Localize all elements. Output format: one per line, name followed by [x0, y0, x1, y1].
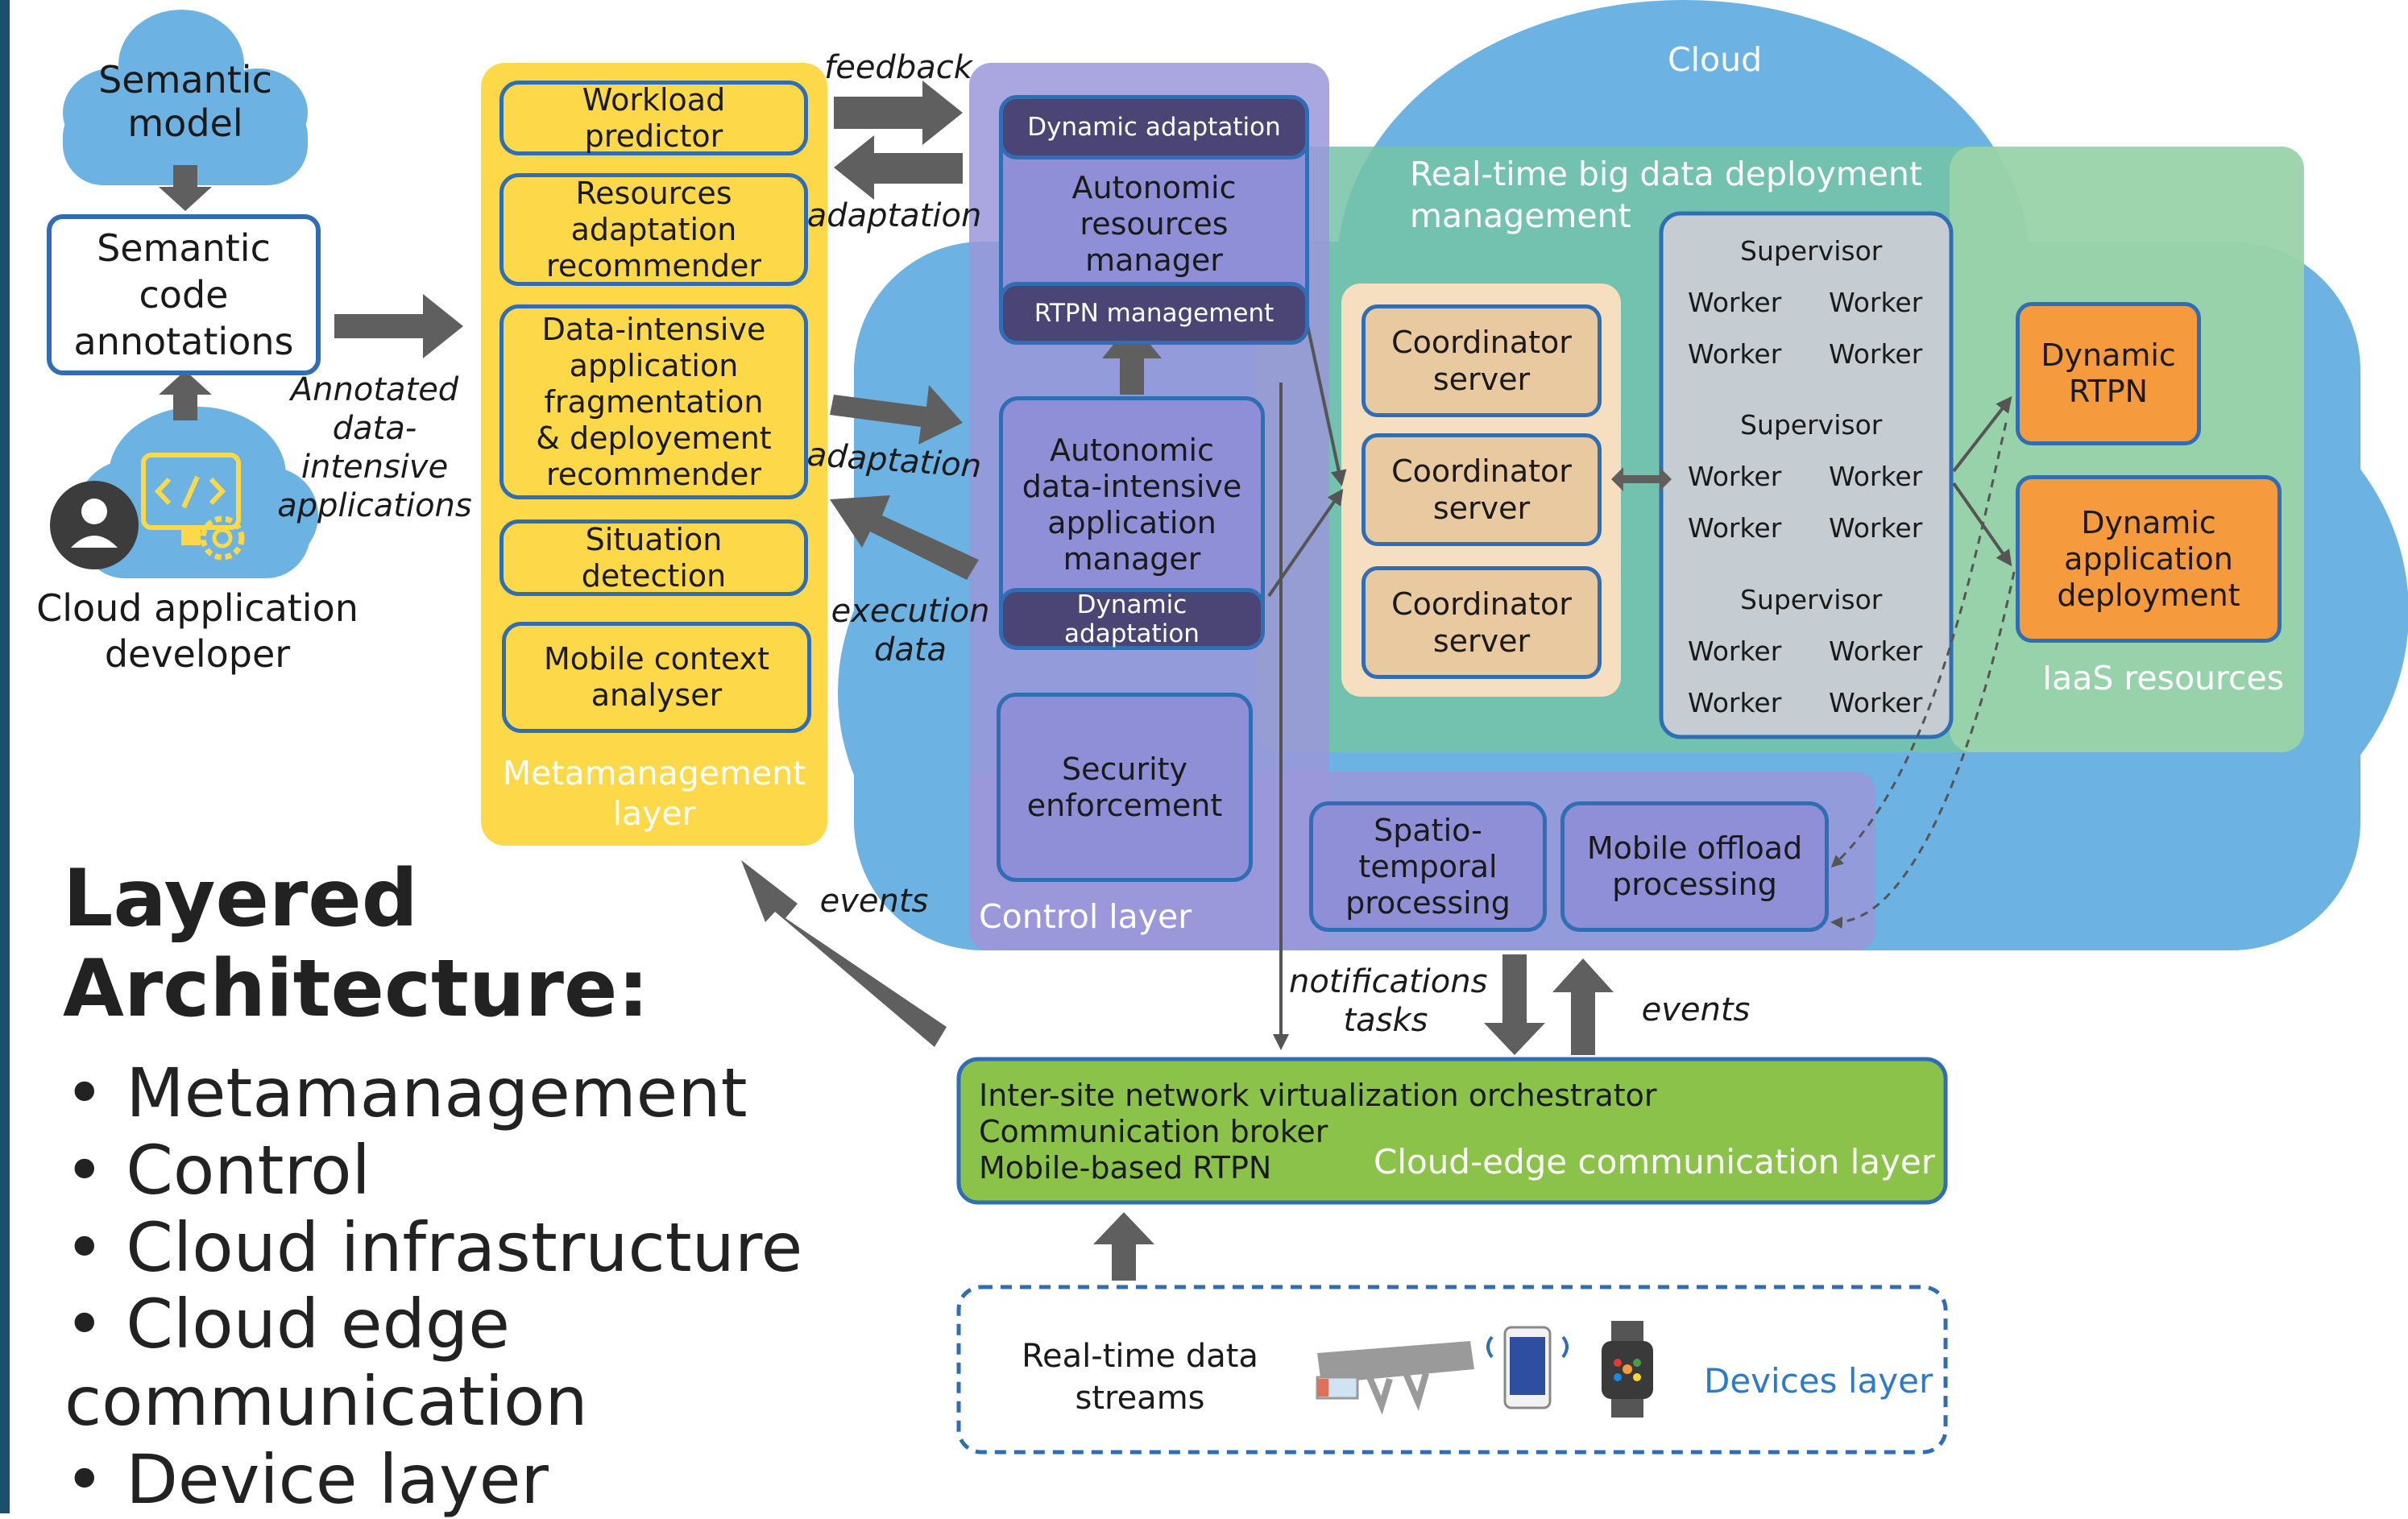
thick-arrows: [159, 81, 1672, 1281]
bullet-cloud-infrastructure: • Cloud infrastructure: [64, 1208, 803, 1287]
bullet-device-layer: • Device layer: [64, 1440, 549, 1519]
bullet-text: Cloud infrastructure: [126, 1208, 803, 1287]
events-left-label: events: [819, 883, 929, 920]
arrow-coord-supervisor: [1611, 467, 1672, 491]
coordinator-server-1: Coordinator server: [1361, 304, 1602, 417]
dashed-connectors: [1830, 422, 2016, 929]
bullet-cloud-edge: • Cloud edge communication: [64, 1285, 588, 1441]
arrow-execution-data: [830, 495, 979, 580]
semantic-model-cloud: [63, 10, 308, 185]
arrow-feedback: [834, 81, 963, 145]
worker: Worker: [1829, 635, 1923, 667]
dynamic-adaptation-top-bar: Dynamic adaptation: [999, 95, 1309, 159]
layered-architecture-title: Layered Architecture:: [63, 853, 649, 1035]
workload-predictor-box: Workload predictor: [499, 81, 808, 155]
resources-adaptation-box: Resources adaptation recommender: [499, 173, 808, 286]
supervisor-1: Supervisor: [1740, 235, 1883, 267]
bullet-text: Control: [126, 1131, 371, 1210]
arrow-adaptation-top: [834, 135, 963, 200]
supervisor-3: Supervisor: [1740, 584, 1883, 615]
user-avatar-icon: [50, 481, 139, 569]
semantic-code-annotations-box: Semantic code annotations: [47, 214, 321, 375]
worker: Worker: [1688, 287, 1782, 318]
bullet-text: Cloud edge communication: [64, 1285, 588, 1441]
worker: Worker: [1829, 338, 1923, 370]
edge-layer-label: Cloud-edge communication layer: [1374, 1142, 1935, 1182]
real-time-streams-label: Real-time data streams: [1022, 1338, 1258, 1417]
dynamic-adaptation-bottom-bar: Dynamic adaptation: [999, 588, 1265, 650]
arrow-model-to-annotations: [159, 165, 212, 211]
dynamic-app-deployment-box: Dynamic application deployment: [2016, 475, 2282, 643]
annotated-apps-label: Annotated data-intensive applications: [277, 371, 472, 524]
arrow-up-from-edge: [1552, 958, 1614, 1055]
worker: Worker: [1829, 512, 1923, 544]
arrow-devices-to-edge: [1093, 1212, 1154, 1281]
worker: Worker: [1688, 461, 1782, 492]
smartphone-icon: [1486, 1326, 1569, 1409]
worker: Worker: [1829, 461, 1923, 492]
mobile-context-box: Mobile context analyser: [502, 622, 811, 733]
adaptation-top-label: adaptation: [806, 197, 982, 234]
events-right-label: events: [1641, 991, 1751, 1029]
worker: Worker: [1688, 512, 1782, 544]
smartwatch-icon: [1602, 1321, 1653, 1418]
arrow-events-meta: [741, 860, 947, 1047]
deployment-management-label: Real-time big data deployment management: [1410, 155, 1922, 235]
thin-connectors: [1267, 313, 2012, 1050]
spatio-temporal-box: Spatio- temporal processing: [1309, 801, 1547, 932]
bullet-text: Metamanagement: [126, 1053, 748, 1132]
code-monitor-icon: [141, 453, 245, 561]
edge-layer-lines: Inter-site network virtualization orches…: [979, 1078, 1657, 1186]
coordinator-server-3: Coordinator server: [1361, 566, 1602, 679]
iaas-resources-label: IaaS resources: [2042, 659, 2285, 697]
rtpn-management-bar: RTPN management: [999, 282, 1309, 345]
arrow-adaptation-mid: [830, 385, 963, 445]
feedback-label: feedback: [824, 49, 972, 86]
arrow-annotations-to-meta: [334, 294, 463, 358]
execution-data-label: execution data: [831, 593, 990, 668]
bullet-metamanagement: • Metamanagement: [64, 1053, 748, 1132]
bullet-text: Device layer: [126, 1440, 549, 1519]
metamanagement-layer-label: Metamanagement layer: [502, 754, 806, 833]
control-layer-label: Control layer: [979, 897, 1192, 936]
dynamic-rtpn-box: Dynamic RTPN: [2016, 302, 2201, 445]
supervisor-2: Supervisor: [1740, 409, 1883, 441]
situation-detection-box: Situation detection: [499, 519, 808, 596]
arrow-developer-to-annotations: [159, 370, 212, 420]
security-enforcement-box: Security enforcement: [997, 693, 1253, 882]
developer-label: Cloud application developer: [36, 586, 359, 676]
worker: Worker: [1688, 338, 1782, 370]
worker: Worker: [1829, 287, 1923, 318]
cloud-label: Cloud: [1668, 40, 1763, 79]
devices-layer-label: Devices layer: [1704, 1361, 1933, 1401]
left-edge-strip: [0, 0, 10, 1513]
fragmentation-recommender-box: Data-intensive application fragmentation…: [499, 304, 808, 499]
edge-layer-box: [956, 1057, 1948, 1205]
semantic-model-label: Semantic model: [98, 58, 272, 145]
smart-glasses-icon: [1316, 1341, 1474, 1415]
mobile-offload-box: Mobile offload processing: [1560, 801, 1829, 932]
notifications-tasks-label: notifications tasks: [1289, 963, 1488, 1039]
arrow-down-to-edge: [1484, 954, 1545, 1055]
worker: Worker: [1829, 687, 1923, 718]
worker: Worker: [1688, 635, 1782, 667]
worker: Worker: [1688, 687, 1782, 718]
coordinator-server-2: Coordinator server: [1361, 433, 1602, 546]
bullet-control: • Control: [64, 1131, 371, 1210]
